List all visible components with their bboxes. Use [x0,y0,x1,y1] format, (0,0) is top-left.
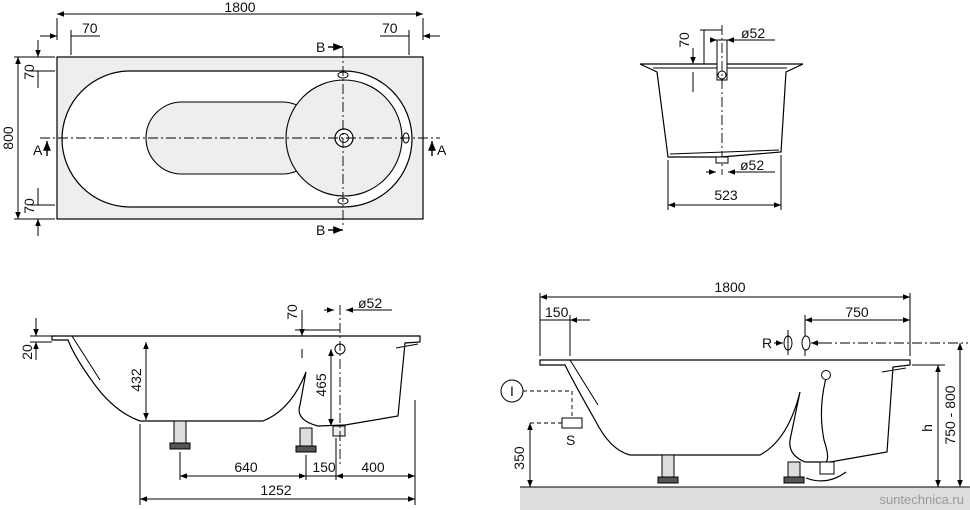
install-length-label: 1800 [714,279,745,295]
cross-rim-label: 70 [676,32,692,48]
install-profile [539,359,911,463]
siphon [819,461,835,475]
install-r-label: R [762,335,772,351]
section-b-top-label: B [316,39,325,55]
side-rim-label: 70 [284,304,300,320]
side-feet-offset-label: 150 [312,459,336,475]
side-overflow-height-label: 465 [313,373,329,397]
side-drain-offset-label: 400 [361,459,385,475]
top-rim-bottom-label: 70 [21,198,37,214]
side-section-view: 20 432 70 ø52 465 640 150 400 1252 [19,295,421,505]
top-rim-right-label: 70 [382,20,398,36]
side-section-profile [51,335,421,427]
cross-section-profile [639,63,804,158]
foot-left [173,420,187,444]
drain-side [332,425,346,437]
install-foot-right [787,461,801,478]
drain-cross [715,156,729,164]
cross-section-view: 70 ø52 ø52 523 [639,25,804,210]
top-rim-left-label: 70 [82,20,98,36]
install-i-label: I [510,383,514,399]
top-width-label: 800 [0,126,16,150]
floor-strip [520,487,970,510]
install-s-label: S [566,432,575,448]
side-rim-thickness-label: 20 [19,344,35,360]
side-inner-length-label: 1252 [260,482,291,498]
section-b-bottom-label: B [316,222,325,238]
top-length-label: 1800 [224,0,255,15]
install-s-box [561,417,583,429]
foot-right [299,427,313,447]
cross-overflow-label: ø52 [741,25,765,41]
top-rim-top-label: 70 [21,64,37,80]
side-overflow-label: ø52 [358,295,382,311]
section-a-right-label: A [437,142,447,158]
install-siphon-height-label: 350 [511,446,527,470]
install-left-offset-label: 150 [545,304,569,320]
top-view: 1800 70 70 800 70 70 B B A A [0,0,447,238]
cross-drain-label: ø52 [740,157,764,173]
side-depth-label: 432 [128,368,144,392]
section-a-left-label: A [33,142,43,158]
install-height-range-label: 750 - 800 [942,385,958,444]
side-feet-spacing-label: 640 [234,459,258,475]
watermark: suntechnica.ru [879,492,964,507]
install-h-label: h [919,424,935,432]
install-foot-left [661,454,675,478]
install-view: 1800 150 750 R I S 350 h 750 - 800 [500,279,970,510]
cross-bottom-width-label: 523 [714,187,738,203]
install-overflow-offset-label: 750 [845,304,869,320]
